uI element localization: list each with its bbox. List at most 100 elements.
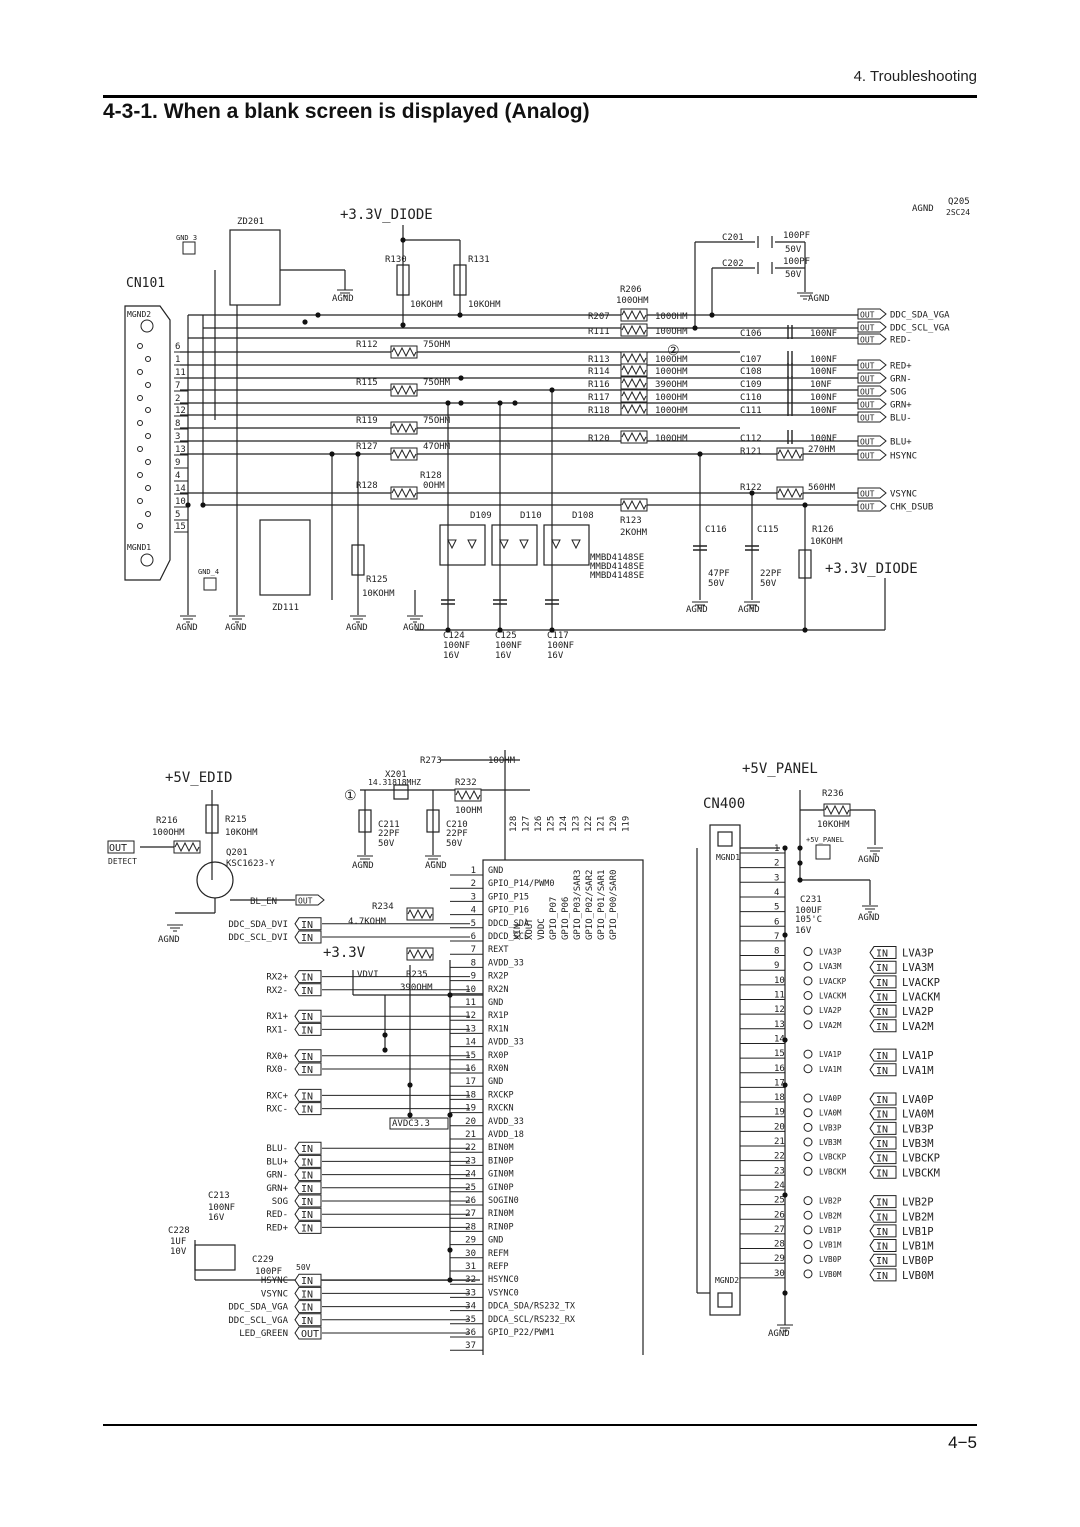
out-port-label: OUT — [860, 490, 875, 499]
right-cap-ref-1: C107 — [740, 355, 762, 365]
right-cap-ref-5: C111 — [740, 406, 762, 416]
ic-top-pin-name-0: XIN — [513, 924, 523, 940]
out-port-1 — [857, 321, 887, 333]
scaler-in-port-5 — [294, 1022, 322, 1036]
cn101-pin-5: 5 — [175, 510, 180, 520]
bottom-cap-1 — [493, 599, 507, 605]
lvds-ferrite-11 — [803, 1137, 813, 1147]
right-res-ref-2: R113 — [588, 355, 610, 365]
ic-top-pin-120: 120 — [609, 816, 619, 832]
left-res-val-2: 75OHM — [423, 416, 451, 426]
rail-3v3-diode-right: +3.3V_DIODE — [825, 561, 918, 577]
c201-value: 100PF — [783, 231, 810, 241]
lvds-in-port-label: IN — [876, 1007, 888, 1018]
q205-part: 2SC24 — [946, 208, 970, 217]
cn400-pin-4: 4 — [774, 888, 779, 898]
lvds-ferrite-6 — [803, 1049, 813, 1059]
cn101-pin-1: 1 — [175, 355, 180, 365]
scaler-in-port-label: IN — [301, 1157, 313, 1168]
panel-node-4 — [782, 932, 788, 938]
ic-pin-name-2: GPIO_P14/PWM0 — [488, 879, 555, 889]
cn400-pin-12: 12 — [774, 1005, 785, 1015]
lvds-ferrite-17 — [803, 1240, 813, 1250]
detect-label: DETECT — [108, 857, 137, 866]
r121-label: R121 — [740, 447, 762, 457]
schematic-analog-input: +3.3V_DIODE+3.3V_DIODECN101ZD201ZD111Q20… — [124, 197, 970, 661]
out-port-label: OUT — [860, 324, 875, 333]
ic-pin-name-1: GND — [488, 866, 503, 876]
scaler-in-port-2 — [294, 970, 322, 984]
in-signal-17: HSYNC — [261, 1276, 288, 1286]
ic-top-pin-125: 125 — [547, 816, 557, 832]
r236-label: R236 — [822, 789, 844, 799]
c202-label: C202 — [722, 259, 744, 269]
ic-pin-name-21: AVDD_18 — [488, 1130, 524, 1140]
right-res-val-0: 100OHM — [655, 312, 688, 322]
c116-value: 47PF — [708, 569, 730, 579]
out-port-label: OUT — [860, 362, 875, 371]
r216-value: 100OHM — [152, 828, 185, 838]
q201-gnd — [167, 924, 183, 932]
lvds-ferrite-18 — [803, 1254, 813, 1264]
agnd-label: AGND — [352, 861, 374, 871]
cn101-pin-hole-6 — [137, 343, 143, 349]
ic-pin-name-26: SOGIN0 — [488, 1196, 519, 1206]
c201-label: C201 — [722, 233, 744, 243]
cn400-pin-27: 27 — [774, 1225, 785, 1235]
in-signal-14: SOG — [272, 1197, 288, 1207]
c201-gnd — [797, 292, 813, 300]
lvds-ferrite-19 — [803, 1269, 813, 1279]
lvds-in-port-12 — [869, 1151, 897, 1165]
scaler-in-port-label: IN — [301, 1012, 313, 1023]
node-dot-16 — [512, 400, 518, 406]
cn101-pin-10: 10 — [175, 497, 186, 507]
agnd-label: AGND — [858, 913, 880, 923]
cn400-pin-7: 7 — [774, 932, 779, 942]
ic-pin-num-23: 23 — [465, 1156, 476, 1166]
diode-part-1: MMBD4148SE — [590, 562, 644, 572]
r273-value: 10OHM — [488, 756, 516, 766]
lvds-in-port-3 — [869, 990, 897, 1003]
rail-5v-panel: +5V_PANEL — [742, 761, 818, 777]
node-dot-8 — [749, 490, 755, 496]
ic-pin-num-14: 14 — [465, 1038, 476, 1048]
r122-value: 560HM — [808, 483, 836, 493]
r236-zigzag — [824, 804, 850, 816]
out-port-3 — [857, 359, 887, 371]
bottom-cap-val-1: 100NF — [495, 641, 522, 651]
ic-pin-name-12: RX1P — [488, 1011, 508, 1021]
lvds-in-port-19 — [869, 1268, 897, 1282]
lvds-in-port-label: IN — [876, 1051, 888, 1062]
panel-node-3 — [797, 877, 803, 883]
r235-value: 390OHM — [400, 983, 433, 993]
in-signal-18: VSYNC — [261, 1289, 288, 1299]
detect-out-label: OUT — [109, 843, 127, 854]
in-signal-1: DDC_SCL_DVI — [228, 933, 288, 943]
lvds-ferrite-4 — [803, 1005, 813, 1015]
ic-pin-num-20: 20 — [465, 1117, 476, 1127]
cn400-pin-25: 25 — [774, 1196, 785, 1206]
in-signal-20: DDC_SCL_VGA — [228, 1316, 288, 1326]
right-res-ref-6: R118 — [588, 406, 610, 416]
scaler-in-port-10 — [294, 1141, 322, 1155]
ic-pin-num-9: 9 — [471, 972, 476, 982]
lvds-in-port-label: IN — [876, 1124, 888, 1135]
lvds-in-port-label: IN — [876, 1022, 888, 1033]
ic-pin-name-25: GIN0P — [488, 1183, 514, 1193]
cn400-pin-10: 10 — [774, 976, 785, 986]
cn101-pin-7: 7 — [175, 381, 180, 391]
gnd3-label: GND_3 — [176, 234, 197, 242]
panel-testpad — [815, 844, 831, 860]
node-c202 — [709, 312, 715, 318]
panel-node-6 — [782, 1082, 788, 1088]
c228-voltage: 10V — [170, 1247, 187, 1257]
lvds-signal-16: LVB1P — [902, 1226, 934, 1238]
scaler-in-port-label: IN — [301, 1171, 313, 1182]
cn400-pin-2: 2 — [774, 859, 779, 869]
node-dot-1 — [302, 319, 308, 325]
lvds-net-5: LVA2M — [819, 1021, 842, 1030]
node-dot-11 — [445, 627, 451, 633]
lvds-in-port-label: IN — [876, 949, 888, 960]
ic-pin-num-35: 35 — [465, 1315, 476, 1325]
ic-pin-num-6: 6 — [471, 932, 476, 942]
